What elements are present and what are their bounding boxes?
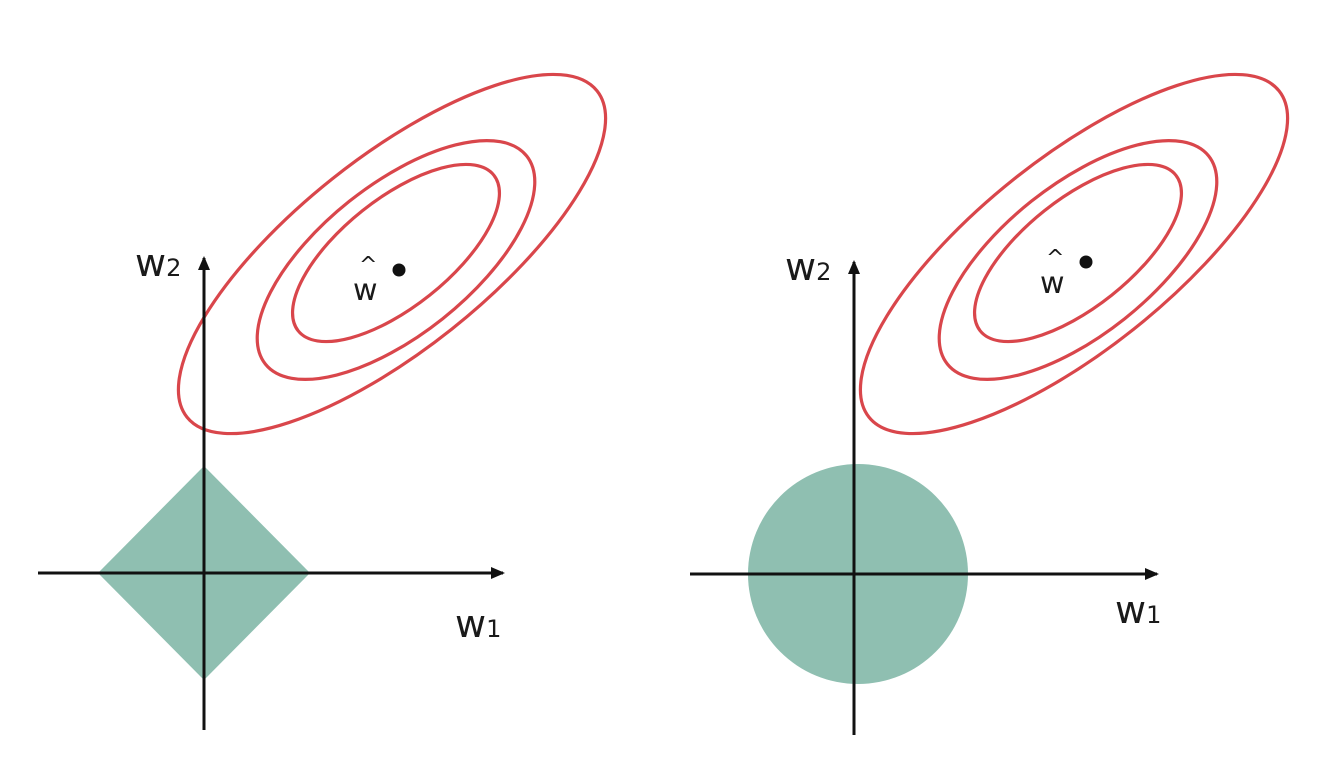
y-axis-label: w2 xyxy=(135,241,181,285)
contour-middle xyxy=(255,139,537,381)
contour-outer xyxy=(176,72,608,436)
contour-middle xyxy=(937,139,1219,381)
ols-estimate-point xyxy=(392,263,406,277)
contour-outer xyxy=(858,72,1290,436)
y-axis-subscript: 2 xyxy=(166,254,181,282)
estimate-hat: ^ xyxy=(1046,246,1064,271)
ridge-panel: ^ w w2 w1 xyxy=(690,72,1290,735)
x-axis-label: w1 xyxy=(1115,588,1161,632)
y-axis-label: w2 xyxy=(785,245,831,289)
lasso-panel: ^ w w2 w1 xyxy=(38,72,608,730)
loss-contours xyxy=(858,72,1290,436)
contour-inner xyxy=(972,162,1184,344)
contour-inner xyxy=(290,162,502,344)
estimate-hat: ^ xyxy=(359,253,377,278)
x-axis-subscript: 1 xyxy=(486,615,501,643)
y-axis-subscript: 2 xyxy=(816,258,831,286)
loss-contours xyxy=(176,72,608,436)
ols-estimate-point xyxy=(1079,255,1093,269)
estimate-label: w xyxy=(353,273,378,308)
x-axis-subscript: 1 xyxy=(1146,601,1161,629)
estimate-label: w xyxy=(1040,266,1065,301)
x-axis-label: w1 xyxy=(455,602,501,646)
